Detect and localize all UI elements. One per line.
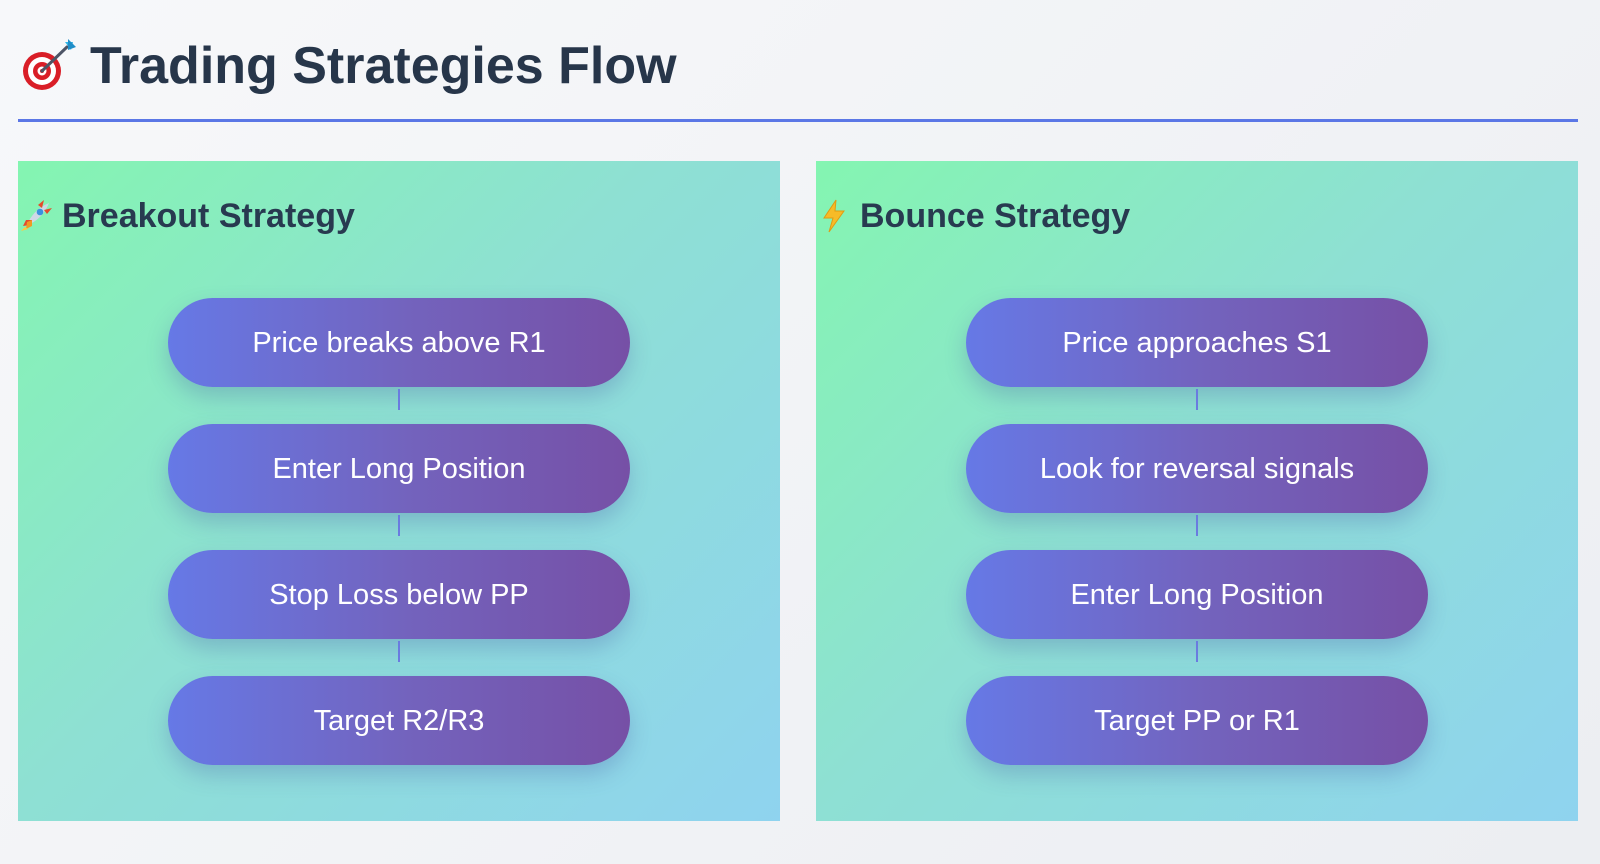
bounce-connector-2 — [966, 513, 1428, 550]
breakout-step-1: Price breaks above R1 — [168, 298, 630, 387]
page-title: Trading Strategies Flow — [18, 36, 677, 96]
bounce-step-4-text: Target PP or R1 — [1094, 704, 1300, 737]
breakout-strategy-title: Breakout Strategy — [18, 195, 355, 237]
bounce-step-1-text: Price approaches S1 — [1062, 326, 1332, 359]
bounce-flow: Price approaches S1 Look for reversal si… — [966, 298, 1428, 765]
page-header: Trading Strategies Flow — [18, 36, 1578, 122]
bounce-step-2: Look for reversal signals — [966, 424, 1428, 513]
target-dart-icon — [18, 37, 76, 95]
breakout-strategy-panel: Breakout Strategy Price breaks above R1 … — [18, 161, 780, 821]
bounce-step-1: Price approaches S1 — [966, 298, 1428, 387]
breakout-step-2: Enter Long Position — [168, 424, 630, 513]
breakout-connector-2 — [168, 513, 630, 550]
bounce-strategy-title-text: Bounce Strategy — [860, 197, 1131, 235]
bounce-step-3: Enter Long Position — [966, 550, 1428, 639]
breakout-connector-1 — [168, 387, 630, 424]
page-title-text: Trading Strategies Flow — [90, 37, 677, 95]
bounce-step-2-text: Look for reversal signals — [1039, 452, 1355, 485]
breakout-step-2-text: Enter Long Position — [272, 452, 526, 485]
lightning-icon — [816, 198, 852, 234]
bounce-step-3-text: Enter Long Position — [1070, 578, 1324, 611]
breakout-step-4-text: Target R2/R3 — [313, 704, 485, 737]
bounce-connector-3 — [966, 639, 1428, 676]
bounce-connector-1 — [966, 387, 1428, 424]
bounce-strategy-panel: Bounce Strategy Price approaches S1 Look… — [816, 161, 1578, 821]
breakout-step-4: Target R2/R3 — [168, 676, 630, 765]
breakout-step-1-text: Price breaks above R1 — [252, 326, 546, 359]
breakout-strategy-title-text: Breakout Strategy — [62, 197, 355, 235]
breakout-step-3-text: Stop Loss below PP — [269, 578, 529, 611]
bounce-step-4: Target PP or R1 — [966, 676, 1428, 765]
rocket-icon — [18, 198, 54, 234]
bounce-strategy-title: Bounce Strategy — [816, 195, 1130, 237]
breakout-step-3: Stop Loss below PP — [168, 550, 630, 639]
breakout-connector-3 — [168, 639, 630, 676]
breakout-flow: Price breaks above R1 Enter Long Positio… — [168, 298, 630, 765]
